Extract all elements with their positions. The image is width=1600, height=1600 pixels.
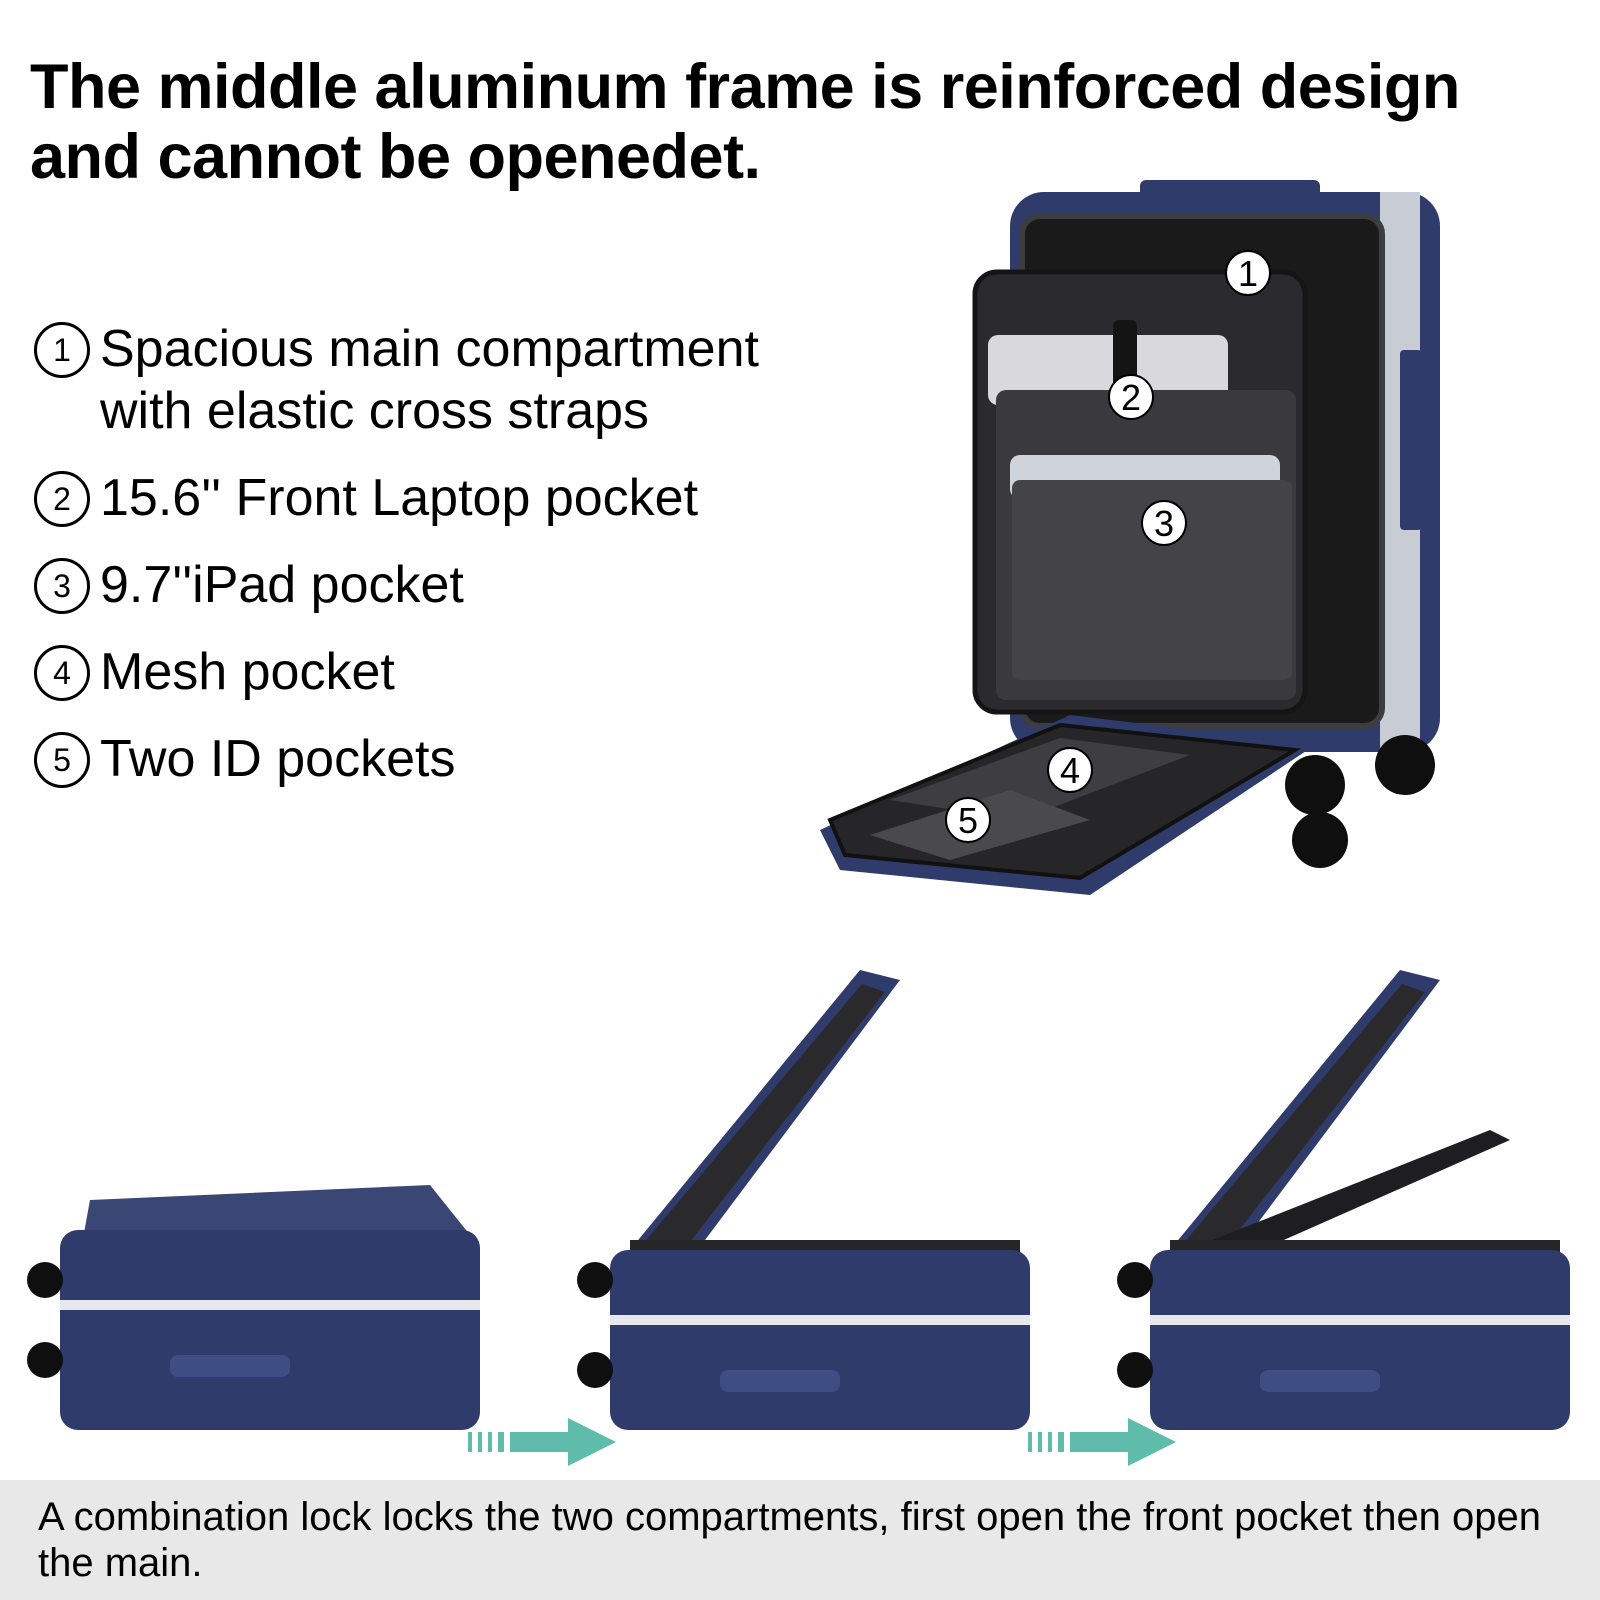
suitcase-closed-photo (27, 1185, 480, 1430)
suitcase-main-open-photo (1117, 970, 1570, 1430)
svg-text:5: 5 (958, 800, 978, 841)
wheel-icon (27, 1342, 63, 1378)
aluminum-frame (1150, 1315, 1570, 1325)
svg-text:1: 1 (1238, 253, 1258, 294)
side-handle (1400, 350, 1422, 530)
wheel-icon (1117, 1352, 1153, 1388)
feature-item: 1 Spacious main compartment with elastic… (34, 318, 834, 442)
callout-3: 3 (1141, 500, 1187, 546)
lid-lining (642, 984, 885, 1252)
feature-number: 4 (34, 645, 90, 701)
suitcase-body (610, 1250, 1030, 1430)
side-handle (720, 1370, 840, 1392)
feature-list: 1 Spacious main compartment with elastic… (34, 318, 834, 815)
headline: The middle aluminum frame is reinforced … (30, 52, 1460, 192)
arrow-right-icon (1028, 1418, 1176, 1466)
feature-item: 5 Two ID pockets (34, 728, 834, 790)
suitcase-open-front-photo: 1 2 3 4 5 (820, 180, 1440, 895)
feature-text: Spacious main compartment with elastic c… (100, 320, 759, 440)
wheel-icon (1292, 812, 1348, 868)
callout-2: 2 (1108, 374, 1154, 420)
feature-text: 9.7''iPad pocket (100, 556, 464, 614)
divider-panel (1200, 1130, 1510, 1255)
wheel-icon (1375, 735, 1435, 795)
caption-bar (0, 1480, 1600, 1600)
svg-text:4: 4 (1060, 750, 1080, 791)
wheel-icon (27, 1262, 63, 1298)
aluminum-frame (60, 1300, 480, 1310)
callout-1: 1 (1225, 250, 1271, 296)
feature-text: Two ID pockets (100, 730, 456, 788)
wheel-icon (1285, 755, 1345, 815)
feature-text: Mesh pocket (100, 643, 395, 701)
lid-lining (1182, 984, 1425, 1252)
feature-number: 5 (34, 732, 90, 788)
ipad-pocket (1012, 480, 1292, 680)
svg-text:2: 2 (1121, 377, 1141, 418)
suitcase-body (1150, 1250, 1570, 1430)
feature-number: 2 (34, 471, 90, 527)
caption: A combination lock locks the two compart… (38, 1495, 1542, 1585)
side-handle (1260, 1370, 1380, 1392)
side-handle (170, 1355, 290, 1377)
aluminum-frame (610, 1315, 1030, 1325)
svg-text:3: 3 (1154, 503, 1174, 544)
wheel-icon (1117, 1262, 1153, 1298)
suitcase-front-open-photo (577, 970, 1030, 1430)
suitcase-body (60, 1230, 480, 1430)
feature-item: 4 Mesh pocket (34, 641, 834, 703)
feature-text: 15.6'' Front Laptop pocket (100, 469, 699, 527)
callout-5: 5 (945, 797, 991, 843)
wheel-icon (577, 1352, 613, 1388)
feature-item: 3 9.7''iPad pocket (34, 554, 834, 616)
feature-number: 3 (34, 558, 90, 614)
laptop-icon (988, 335, 1228, 405)
feature-item: 2 15.6'' Front Laptop pocket (34, 467, 834, 529)
wheel-icon (577, 1262, 613, 1298)
feature-number: 1 (34, 322, 90, 378)
arrow-right-icon (468, 1418, 616, 1466)
callout-4: 4 (1047, 747, 1093, 793)
